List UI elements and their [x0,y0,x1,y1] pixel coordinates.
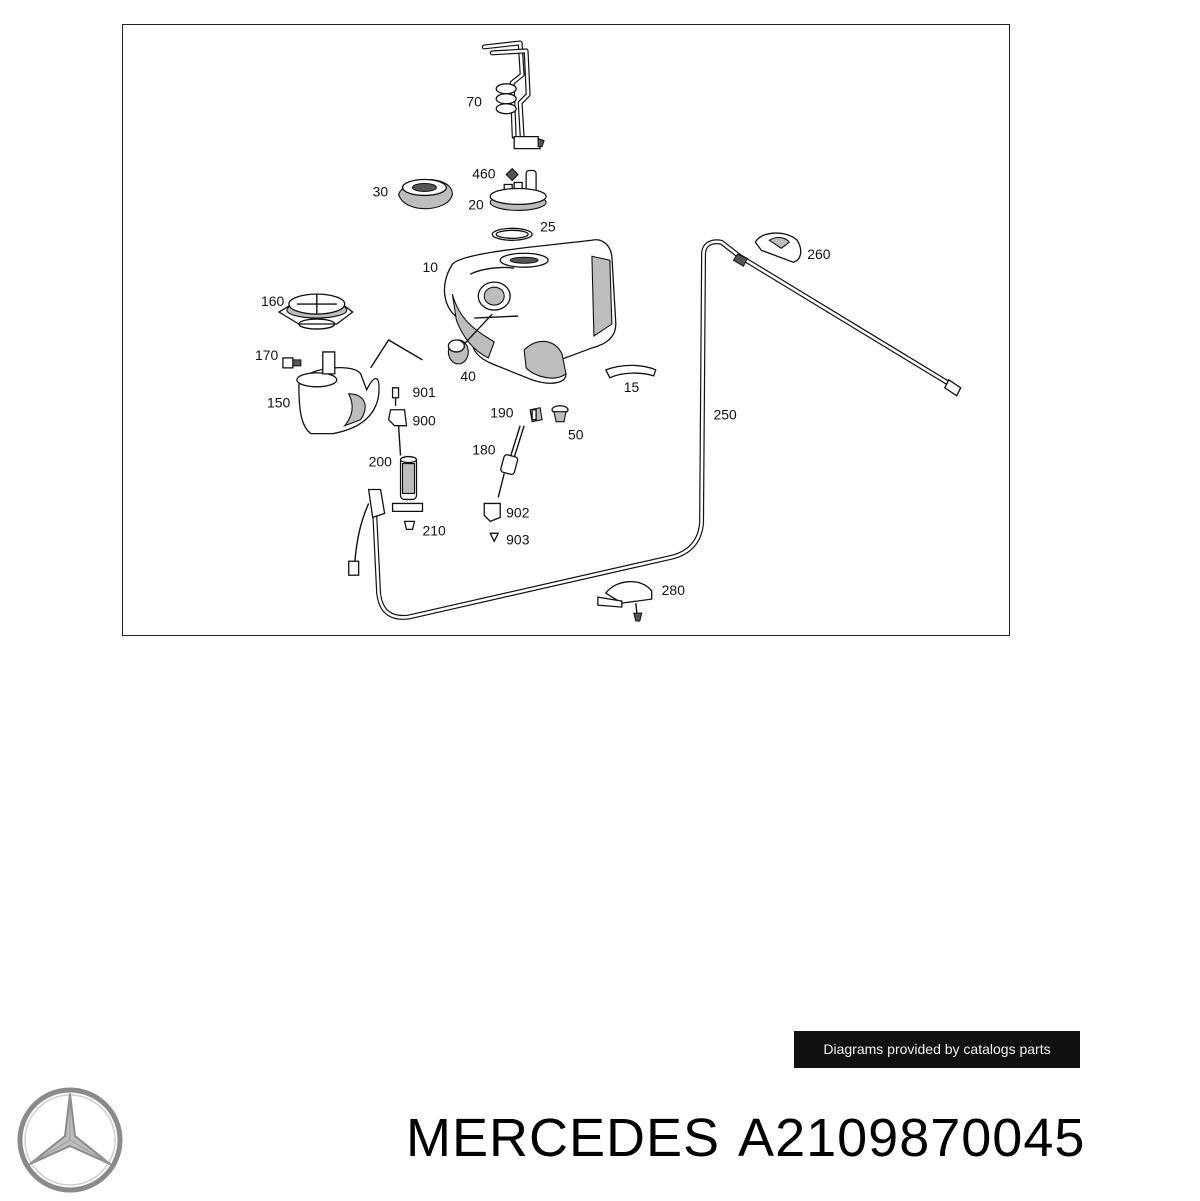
callout-150: 150 [267,395,291,411]
callout-903: 903 [506,531,530,547]
part-250-washer-hose [372,239,962,620]
catalog-credit-badge: Diagrams provided by catalogs parts [794,1031,1080,1068]
callout-40: 40 [460,368,476,384]
part-160-strainer [277,293,354,330]
callout-200: 200 [369,454,393,470]
part-40-grommet [447,313,493,365]
part-number: A2109870045 [738,1108,1086,1168]
callout-280: 280 [662,582,686,598]
callout-460: 460 [472,165,496,181]
mercedes-star-icon [14,1084,126,1196]
callout-260: 260 [807,246,831,262]
part-30-grommet [397,178,453,210]
part-190-50-grommets [529,405,569,423]
callout-10: 10 [422,259,438,275]
part-170-clip [282,357,302,369]
part-280-clip [597,581,653,622]
callout-180: 180 [472,442,496,458]
callout-30: 30 [373,183,389,199]
part-460-20-cap [489,167,547,211]
part-180-level-sensor [483,425,525,543]
brand-name: MERCEDES [406,1108,721,1168]
callout-902: 902 [506,504,530,520]
part-200-washer-pump [348,387,424,576]
callout-190: 190 [490,405,514,421]
callout-50: 50 [568,427,584,443]
callout-901: 901 [413,384,437,400]
callout-25: 25 [540,218,556,234]
part-150-filler-neck [296,339,423,435]
parts-diagram: 70 460 30 20 25 10 260 160 170 150 40 90… [255,40,962,622]
parts-diagram-frame: 70 460 30 20 25 10 260 160 170 150 40 90… [122,24,1010,636]
callout-210: 210 [422,522,446,538]
callout-20: 20 [468,196,484,212]
part-15-strap [604,364,657,379]
callout-160: 160 [261,293,285,309]
callout-900: 900 [413,413,437,429]
callout-70: 70 [466,94,482,110]
product-title: MERCEDES A2109870045 [406,1106,1103,1170]
part-10-reservoir [443,239,617,384]
part-260-bracket [754,232,802,263]
part-70-filler-tube [481,40,545,150]
callout-170: 170 [255,347,279,363]
callout-15: 15 [624,379,640,395]
callout-250: 250 [714,407,738,423]
